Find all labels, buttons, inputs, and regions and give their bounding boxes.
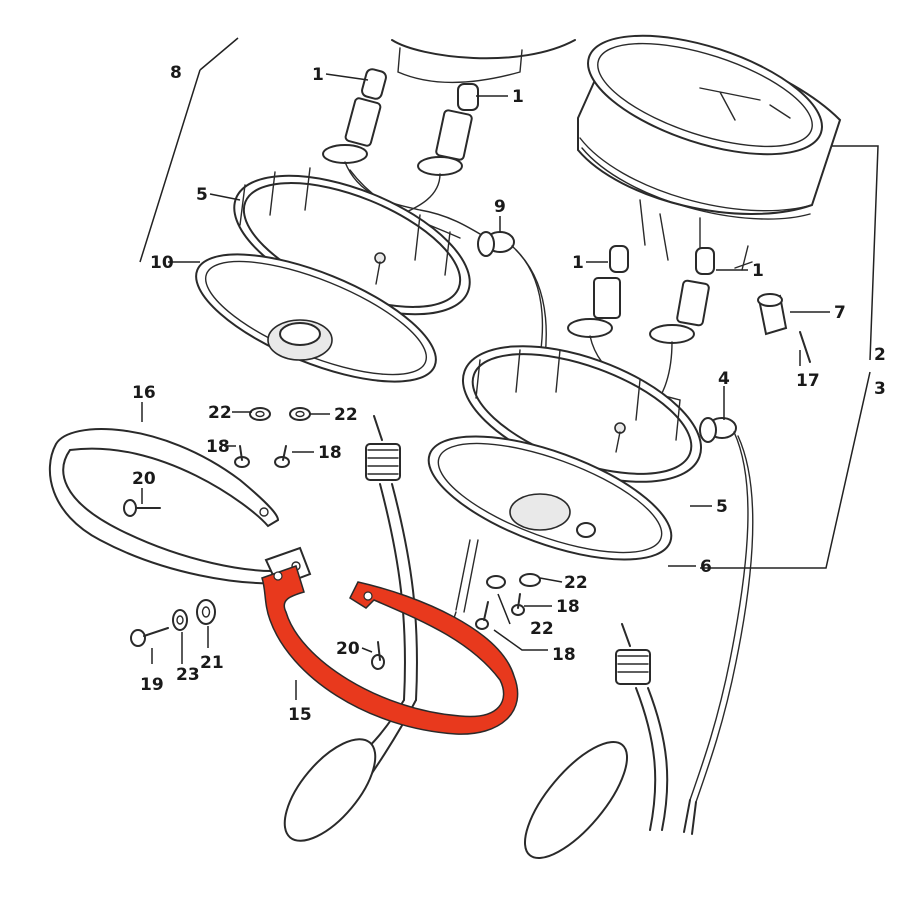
callout-3: 3 bbox=[874, 379, 886, 399]
screw-18-a bbox=[234, 445, 250, 468]
bolt-19 bbox=[130, 627, 169, 647]
hardware bbox=[123, 407, 541, 670]
callout-23: 23 bbox=[176, 665, 200, 685]
washer-23 bbox=[172, 609, 188, 631]
right-bulb-2 bbox=[649, 247, 715, 344]
callout-22-left: 22 bbox=[208, 403, 232, 423]
callout-22-center: 22 bbox=[334, 405, 358, 425]
washer-22-c bbox=[486, 575, 506, 589]
screw-17 bbox=[799, 331, 811, 363]
callout-20-left: 20 bbox=[132, 469, 156, 489]
screw-18-d bbox=[475, 601, 489, 630]
left-gauge-assembly bbox=[139, 37, 576, 481]
callout-18-right-upper: 18 bbox=[556, 597, 580, 617]
callout-7: 7 bbox=[834, 303, 846, 323]
nut-7 bbox=[757, 293, 788, 336]
callout-18-left: 18 bbox=[206, 437, 230, 457]
left-gauge-housing bbox=[391, 39, 576, 60]
callout-1-right-right: 1 bbox=[752, 261, 764, 281]
right-bulb-1 bbox=[567, 245, 629, 338]
callout-labels: 1 1 1 1 2 3 4 5 5 6 7 8 9 10 15 16 17 18… bbox=[132, 63, 886, 725]
callout-15: 15 bbox=[288, 705, 312, 725]
callout-20-center: 20 bbox=[336, 639, 360, 659]
cable-right bbox=[523, 623, 669, 860]
callout-19: 19 bbox=[140, 675, 164, 695]
callout-1-top-left: 1 bbox=[312, 65, 324, 85]
screw-18-b bbox=[274, 445, 290, 468]
callout-1-top-center: 1 bbox=[512, 87, 524, 107]
leader-lines bbox=[141, 73, 830, 700]
callout-8: 8 bbox=[170, 63, 182, 83]
screw-20-b bbox=[371, 641, 385, 670]
screw-18-c bbox=[511, 593, 525, 616]
callout-21: 21 bbox=[200, 653, 224, 673]
band-16 bbox=[48, 428, 312, 588]
callout-10: 10 bbox=[150, 253, 174, 273]
callout-16: 16 bbox=[132, 383, 156, 403]
washer-22-a bbox=[249, 407, 271, 421]
callout-9: 9 bbox=[494, 197, 506, 217]
washer-22-d bbox=[519, 573, 541, 587]
left-bulb-1 bbox=[322, 68, 387, 164]
screw-20-a bbox=[123, 499, 161, 517]
callout-2: 2 bbox=[874, 345, 886, 365]
grommet-4 bbox=[699, 417, 737, 443]
right-lens-cover bbox=[427, 435, 673, 561]
callout-1-right-left: 1 bbox=[572, 253, 584, 273]
washer-22-b bbox=[289, 407, 311, 421]
callout-18-right-lower: 18 bbox=[552, 645, 576, 665]
washer-21 bbox=[196, 599, 216, 625]
callout-17: 17 bbox=[796, 371, 820, 391]
right-gauge-head bbox=[577, 34, 842, 220]
band-15-highlighted bbox=[261, 565, 519, 735]
callout-4: 4 bbox=[718, 369, 730, 389]
left-lens-cover bbox=[195, 253, 437, 383]
callout-5-left: 5 bbox=[196, 185, 208, 205]
callout-22-right-upper: 22 bbox=[564, 573, 588, 593]
callout-5-right: 5 bbox=[716, 497, 728, 517]
right-gauge-assembly bbox=[427, 34, 879, 835]
left-bulb-2 bbox=[417, 83, 479, 176]
callout-6: 6 bbox=[700, 557, 712, 577]
callout-22-right-lower: 22 bbox=[530, 619, 554, 639]
grommet-9 bbox=[477, 231, 515, 257]
callout-18-center: 18 bbox=[318, 443, 342, 463]
